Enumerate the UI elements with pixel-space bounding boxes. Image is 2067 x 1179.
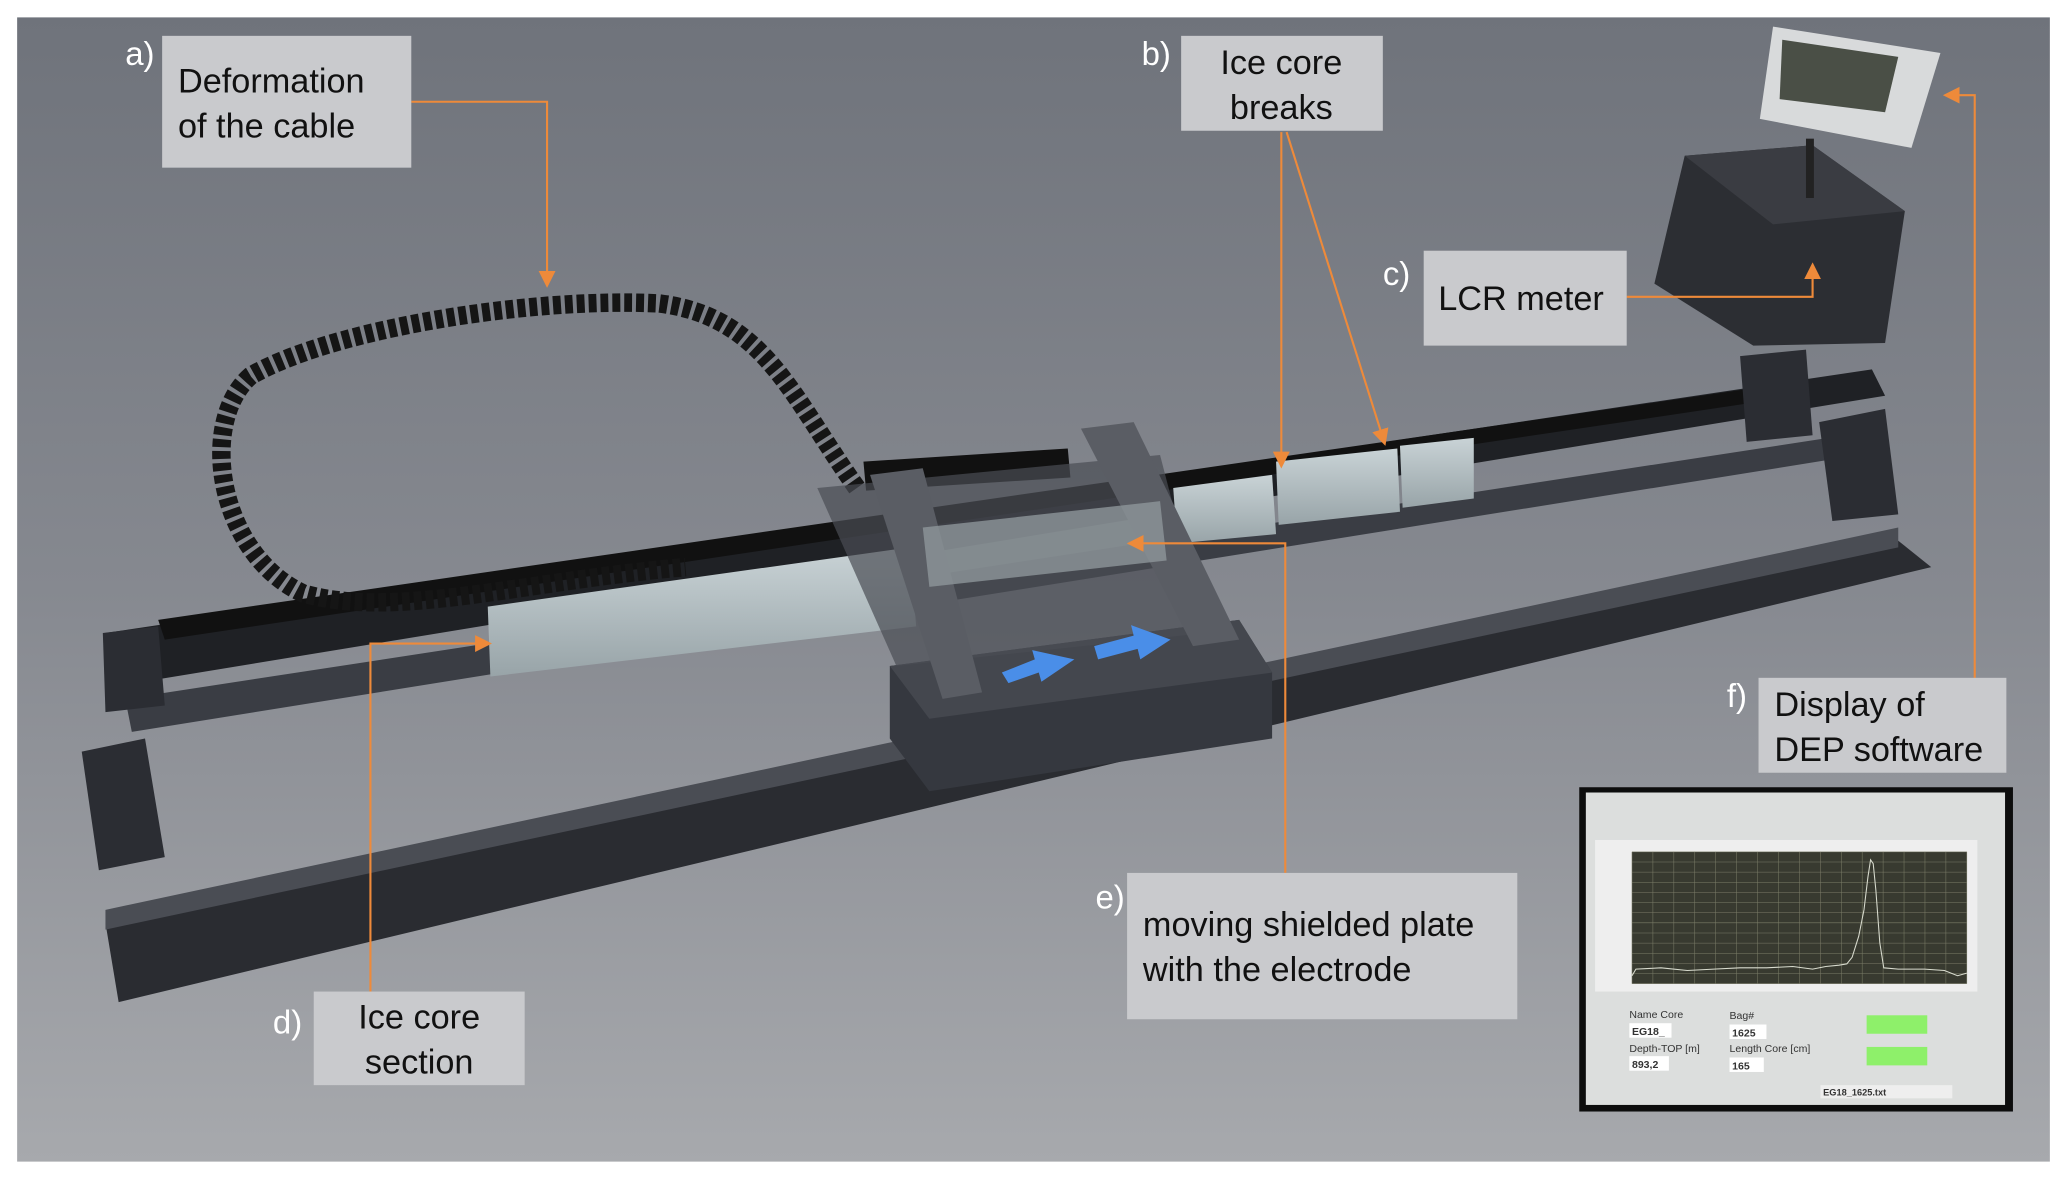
svg-text:Deformation: Deformation bbox=[178, 63, 365, 101]
svg-text:LCR meter: LCR meter bbox=[1438, 280, 1604, 318]
label-b: b) Ice core breaks bbox=[1142, 35, 1383, 131]
processing-button[interactable] bbox=[1866, 1046, 1928, 1066]
svg-text:moving shielded plate: moving shielded plate bbox=[1143, 906, 1474, 944]
svg-text:Bag#: Bag# bbox=[1730, 1010, 1755, 1022]
plot-grid bbox=[1631, 851, 1968, 984]
svg-text:a): a) bbox=[125, 35, 154, 72]
svg-text:d): d) bbox=[273, 1004, 302, 1041]
lcr-meter bbox=[1654, 26, 1941, 346]
svg-text:893,2: 893,2 bbox=[1632, 1059, 1658, 1071]
ice-core-section bbox=[487, 547, 917, 677]
svg-text:f): f) bbox=[1727, 677, 1747, 714]
svg-text:e): e) bbox=[1095, 879, 1124, 916]
callout-arrows bbox=[369, 86, 1976, 992]
moving-shielded-plate bbox=[817, 422, 1273, 792]
svg-text:section: section bbox=[365, 1043, 474, 1081]
ice-core-segment bbox=[1399, 437, 1474, 508]
label-a: a) Deformation of the cable bbox=[125, 35, 412, 168]
svg-text:DEP software: DEP software bbox=[1774, 731, 1983, 769]
svg-text:with the electrode: with the electrode bbox=[1142, 951, 1412, 989]
label-f: f) Display of DEP software bbox=[1727, 677, 2007, 773]
label-c: c) LCR meter bbox=[1383, 250, 1627, 346]
svg-text:breaks: breaks bbox=[1230, 89, 1333, 127]
svg-text:1625: 1625 bbox=[1732, 1027, 1756, 1039]
svg-text:Length Core [cm]: Length Core [cm] bbox=[1730, 1043, 1811, 1055]
signal-curve bbox=[1631, 858, 1967, 977]
svg-text:165: 165 bbox=[1732, 1060, 1750, 1072]
dep-software-screen: Name Core EG18_ Bag# 1625 Depth-TOP [m] … bbox=[1579, 787, 2013, 1112]
svg-text:Display of: Display of bbox=[1774, 686, 1925, 724]
right-arrow-icon bbox=[1094, 625, 1171, 660]
ice-core-segment bbox=[1173, 474, 1277, 544]
label-d: d) Ice core section bbox=[273, 991, 525, 1086]
start-button[interactable] bbox=[1866, 1015, 1928, 1034]
svg-text:EG18_: EG18_ bbox=[1632, 1026, 1665, 1038]
svg-text:EG18_1625.txt: EG18_1625.txt bbox=[1823, 1088, 1886, 1098]
svg-text:c): c) bbox=[1383, 255, 1410, 292]
cable-chain bbox=[212, 293, 865, 612]
svg-text:Ice core: Ice core bbox=[1220, 44, 1342, 82]
svg-text:Depth-TOP [m]: Depth-TOP [m] bbox=[1629, 1043, 1700, 1055]
left-arrow-icon bbox=[1001, 650, 1075, 684]
svg-text:Name Core: Name Core bbox=[1629, 1009, 1683, 1021]
label-e: e) moving shielded plate with the electr… bbox=[1095, 872, 1518, 1020]
svg-text:b): b) bbox=[1142, 35, 1171, 72]
svg-text:of the cable: of the cable bbox=[178, 107, 355, 145]
svg-text:Ice core: Ice core bbox=[358, 998, 480, 1036]
ice-core-segment bbox=[1276, 448, 1400, 525]
